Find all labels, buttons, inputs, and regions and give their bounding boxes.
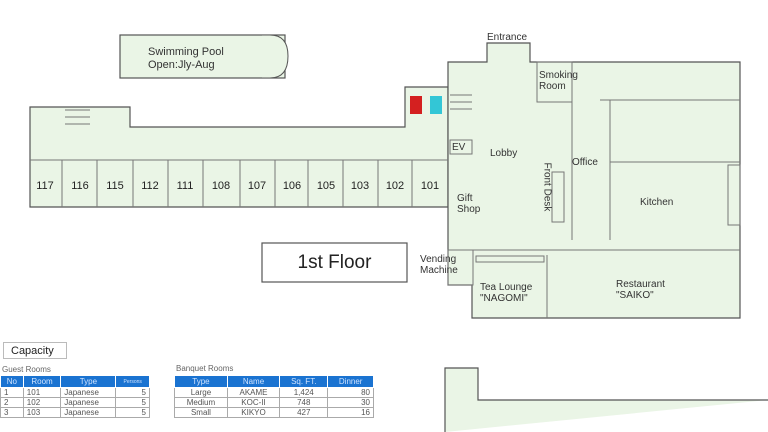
pool-name: Swimming Pool [148, 46, 224, 58]
room-105: 105 [316, 180, 336, 192]
cell: 16 [327, 407, 374, 418]
room-102: 102 [385, 180, 405, 192]
elevator-label: EV [452, 142, 466, 153]
cell: Japanese [60, 407, 117, 418]
col-header: Type [174, 375, 228, 388]
room-103: 103 [350, 180, 370, 192]
cell: 102 [22, 397, 62, 408]
second-plan-partial [444, 367, 768, 432]
swimming-pool [119, 34, 286, 79]
room-106: 106 [282, 180, 302, 192]
mens-restroom-icon [430, 96, 442, 114]
entrance-label: Entrance [487, 32, 528, 43]
cell: 1 [0, 387, 24, 398]
col-header: Persons [115, 375, 150, 388]
cell: AKAME [226, 387, 281, 398]
floor-title-box [261, 242, 408, 283]
cell: 5 [115, 387, 150, 398]
tea-lounge-label: Tea Lounge "NAGOMI" [480, 282, 533, 304]
room-116: 116 [71, 180, 89, 192]
cell: KIKYO [226, 407, 281, 418]
kitchen-label: Kitchen [640, 197, 674, 208]
room-101: 101 [420, 180, 440, 192]
cell: Large [174, 387, 228, 398]
cell: Small [174, 407, 228, 418]
smoking-room-label: Smoking Room [539, 70, 578, 92]
room-115: 115 [106, 180, 124, 192]
vending-machine-label: Vending Machine [420, 254, 458, 276]
cell: Medium [174, 397, 228, 408]
cell: 748 [279, 397, 329, 408]
col-header: No [0, 375, 24, 388]
cell: 3 [0, 407, 24, 418]
cell: 103 [22, 407, 62, 418]
cell: Japanese [60, 387, 117, 398]
banquet-rooms-title: Banquet Rooms [176, 364, 234, 373]
cell: 5 [115, 407, 150, 418]
cell: KOC-II [226, 397, 281, 408]
col-header: Sq. FT. [279, 375, 329, 388]
cell: 80 [327, 387, 374, 398]
cell: Japanese [60, 397, 117, 408]
room-112: 112 [141, 180, 159, 192]
cell: 5 [115, 397, 150, 408]
gift-shop-label: Gift Shop [457, 193, 481, 215]
cell: 1,424 [279, 387, 329, 398]
office-label: Office [572, 157, 598, 168]
cell: 30 [327, 397, 374, 408]
col-header: Name [226, 375, 281, 388]
col-header: Room [22, 375, 62, 388]
col-header: Dinner [327, 375, 374, 388]
lobby-label: Lobby [490, 148, 518, 159]
cell: 2 [0, 397, 24, 408]
womens-restroom-icon [410, 96, 422, 114]
cell: 427 [279, 407, 329, 418]
cell: 101 [22, 387, 62, 398]
room-117: 117 [36, 180, 54, 192]
col-header: Type [60, 375, 117, 388]
room-111: 111 [176, 180, 194, 192]
room-107: 107 [247, 180, 267, 192]
guest-rooms-title: Guest Rooms [2, 365, 51, 374]
restaurant-label: Restaurant "SAIKO" [616, 279, 665, 301]
main-building [447, 42, 741, 319]
pool-hours: Open:Jly-Aug [148, 59, 215, 71]
capacity-title: Capacity [3, 342, 67, 359]
room-108: 108 [211, 180, 231, 192]
front-desk-label: Front Desk [541, 162, 553, 212]
floor-title: 1st Floor [297, 252, 372, 273]
